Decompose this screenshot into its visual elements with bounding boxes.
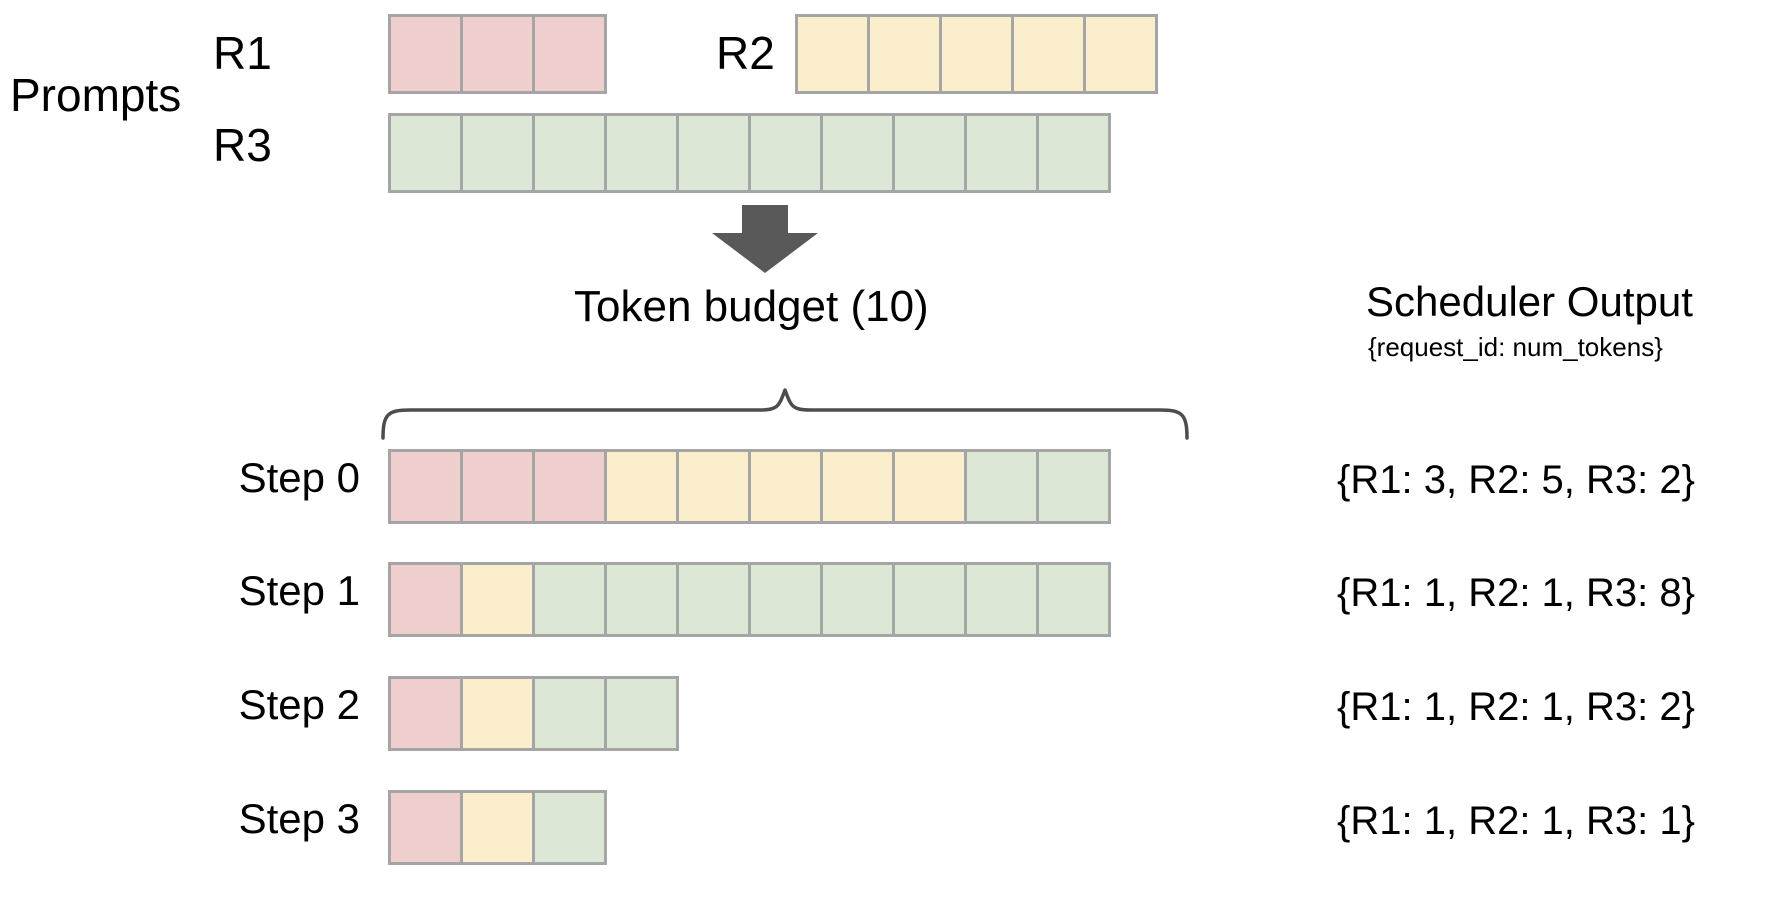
token-cell-r1 [391,452,460,521]
scheduler-output-0: {R1: 3, R2: 5, R3: 2} [1337,458,1695,502]
scheduler-output-1: {R1: 1, R2: 1, R3: 8} [1337,571,1695,615]
token-cell-r1 [391,793,460,862]
token-cell-r3 [751,565,820,634]
token-cell-r3 [535,116,604,190]
token-cell-r1 [391,679,460,748]
step-token-row-2 [388,676,679,751]
token-cell-r1 [535,17,604,91]
token-cell-r3 [607,565,676,634]
token-budget-label: Token budget (10) [574,282,929,331]
token-cell-r3 [967,116,1036,190]
token-cell-r2 [823,452,892,521]
token-cell-r2 [463,793,532,862]
token-cell-r3 [967,565,1036,634]
step-label-2: Step 2 [238,681,360,728]
token-cell-r3 [1039,452,1108,521]
token-cell-r2 [870,17,939,91]
token-cell-r2 [895,452,964,521]
token-cell-r2 [942,17,1011,91]
token-cell-r3 [391,116,460,190]
step-label-0: Step 0 [238,454,360,501]
token-cell-r3 [823,116,892,190]
scheduler-output-title: Scheduler Output [1366,278,1693,325]
down-arrow-icon [700,205,830,280]
token-cell-r3 [679,116,748,190]
prompt-label-r3: R3 [213,119,272,171]
step-label-1: Step 1 [238,567,360,614]
token-cell-r2 [751,452,820,521]
token-cell-r3 [895,116,964,190]
prompt-label-r2: R2 [716,27,775,79]
token-cell-r3 [607,116,676,190]
curly-brace-icon [380,388,1190,445]
scheduler-output-2: {R1: 1, R2: 1, R3: 2} [1337,685,1695,729]
token-cell-r2 [607,452,676,521]
token-cell-r3 [463,116,532,190]
step-token-row-3 [388,790,607,865]
token-cell-r2 [798,17,867,91]
token-cell-r3 [679,565,748,634]
token-cell-r2 [679,452,748,521]
token-cell-r3 [895,565,964,634]
step-token-row-0 [388,449,1111,524]
scheduler-output-subtitle: {request_id: num_tokens} [1368,332,1663,362]
token-cell-r3 [1039,116,1108,190]
token-cell-r3 [751,116,820,190]
token-cell-r1 [535,452,604,521]
prompt-token-row-r1 [388,14,607,94]
token-cell-r3 [823,565,892,634]
token-cell-r1 [463,452,532,521]
token-cell-r3 [1039,565,1108,634]
prompt-token-row-r3 [388,113,1111,193]
prompt-token-row-r2 [795,14,1158,94]
token-cell-r3 [535,679,604,748]
token-cell-r2 [463,679,532,748]
token-cell-r2 [1086,17,1155,91]
step-label-3: Step 3 [238,795,360,842]
token-cell-r2 [463,565,532,634]
token-cell-r3 [535,793,604,862]
step-token-row-1 [388,562,1111,637]
token-cell-r2 [1014,17,1083,91]
prompt-label-r1: R1 [213,27,272,79]
scheduler-output-3: {R1: 1, R2: 1, R3: 1} [1337,799,1695,843]
token-cell-r1 [463,17,532,91]
token-cell-r1 [391,565,460,634]
token-cell-r1 [391,17,460,91]
token-cell-r3 [535,565,604,634]
prompts-label: Prompts [10,69,182,121]
token-cell-r3 [607,679,676,748]
token-cell-r3 [967,452,1036,521]
